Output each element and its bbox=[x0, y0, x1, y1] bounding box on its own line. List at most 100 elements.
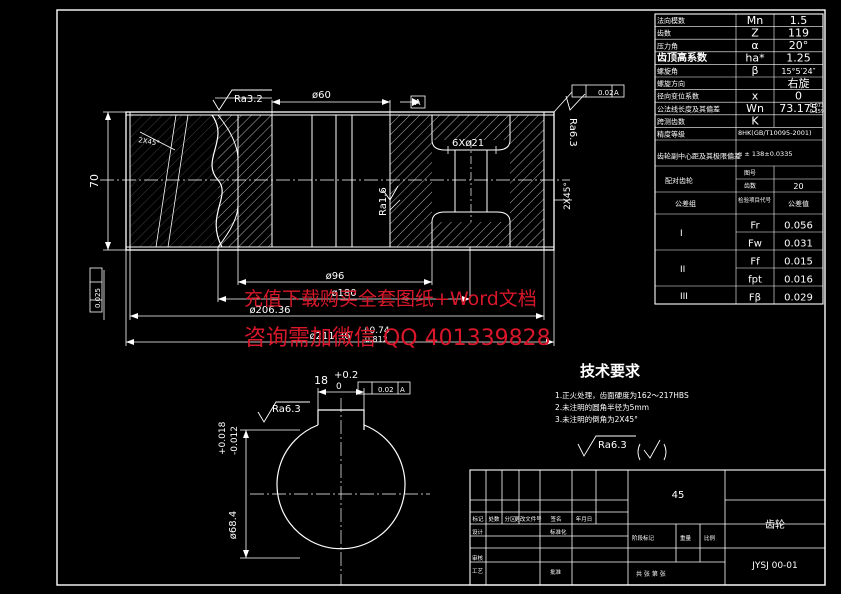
param-symbol: K bbox=[751, 115, 759, 128]
bore-view bbox=[240, 388, 430, 585]
datum-label: A bbox=[614, 89, 619, 97]
param-label: 齿数 bbox=[657, 29, 671, 38]
table-header: 公差组 bbox=[675, 199, 696, 208]
title-block-label: 重量 bbox=[680, 534, 692, 542]
param-label: 螺旋角 bbox=[657, 66, 678, 75]
datum-label: A bbox=[415, 98, 421, 107]
param-symbol: β bbox=[751, 64, 758, 77]
dimension-lines bbox=[103, 91, 573, 346]
tol-group-name: II bbox=[680, 265, 685, 275]
drawing-frame bbox=[56, 9, 826, 586]
title-block-label: 更改文件号 bbox=[514, 515, 542, 523]
param-label: 配对齿轮 bbox=[665, 176, 693, 185]
title-block bbox=[469, 469, 826, 586]
table-header: 公差值 bbox=[788, 199, 809, 208]
param-symbol: Wn bbox=[746, 102, 764, 115]
param-label: 压力角 bbox=[657, 41, 678, 50]
drawing-number: JYSJ 00-01 bbox=[751, 561, 798, 571]
title-block-label: 分区 bbox=[504, 515, 516, 523]
tol-value: 0.031 bbox=[784, 238, 813, 249]
tol-group-name: III bbox=[680, 292, 688, 302]
roughness-label: Ra6.3 bbox=[598, 440, 627, 451]
param-value: 20 bbox=[793, 182, 803, 191]
chamfer-label: 2X45° bbox=[138, 136, 161, 148]
tol-code: Fr bbox=[750, 220, 760, 231]
requirements-title: 技术要求 bbox=[580, 362, 641, 380]
tol-value: 0.015 bbox=[784, 256, 813, 267]
tol-code: fpt bbox=[748, 274, 762, 285]
height-dim-label: 70 bbox=[88, 174, 101, 188]
param-label: 图号 bbox=[744, 170, 756, 177]
roughness-label: Ra3.2 bbox=[234, 94, 263, 105]
table-header: 检验项目代号 bbox=[738, 196, 772, 204]
param-symbol: ha* bbox=[745, 52, 765, 65]
roughness-label: Ra6.3 bbox=[567, 118, 578, 147]
watermark-line: 充值下载购买全套图纸+Word文档 bbox=[244, 288, 537, 310]
param-label: 法向模数 bbox=[657, 16, 685, 25]
tol-code: Ff bbox=[750, 256, 760, 267]
diameter-label: ø211.36 bbox=[309, 331, 350, 342]
tol-value: 0.056 bbox=[784, 220, 813, 231]
tol-code: Fβ bbox=[749, 292, 761, 303]
title-block-label: 标记 bbox=[472, 515, 484, 523]
title-block-label: 阶段标记 bbox=[632, 534, 655, 542]
title-block-label: 设计 bbox=[472, 528, 484, 536]
title-block-label: 年月日 bbox=[576, 515, 593, 523]
param-value: 73.175 bbox=[779, 102, 818, 115]
holes-dim-label: 6Xø21 bbox=[452, 138, 484, 149]
title-block-label: 比例 bbox=[704, 534, 716, 542]
param-label: 齿数 bbox=[744, 182, 756, 190]
tolerance-label: 0 bbox=[336, 382, 342, 392]
param-value: 右旋 bbox=[788, 76, 810, 90]
watermark-line: 咨询需加微信 QQ 401339828 bbox=[244, 326, 551, 351]
param-value: 20° bbox=[789, 39, 809, 52]
keyway-dim-label: 18 bbox=[314, 374, 328, 387]
requirement-item: 1.正火处理，齿面硬度为162～217HBS bbox=[555, 390, 689, 400]
tolerance-label: -0.012 bbox=[230, 426, 240, 455]
param-label: 精度等级 bbox=[657, 129, 685, 138]
param-label: 公法线长度及其偏差 bbox=[657, 104, 720, 113]
tolerance-label: +0.018 bbox=[218, 421, 228, 455]
param-value: 15°5′24″ bbox=[781, 67, 815, 76]
param-symbol: α bbox=[751, 39, 758, 52]
bore-dim-label: ø60 bbox=[312, 90, 331, 101]
tolerance-label: -0.073 bbox=[808, 103, 824, 109]
requirement-item: 3.未注明的倒角为2X45° bbox=[555, 414, 638, 424]
runout-label: 0.02 bbox=[378, 386, 394, 394]
roughness-label: Ra6.3 bbox=[272, 404, 301, 415]
material-label: 45 bbox=[672, 490, 685, 501]
param-value: 1.5 bbox=[790, 14, 808, 27]
param-symbol: Z bbox=[751, 26, 759, 39]
param-value: 119 bbox=[788, 26, 809, 39]
requirement-item: 2.未注明的圆角半径为5mm bbox=[555, 402, 649, 412]
datum-label: A bbox=[400, 386, 405, 394]
diameter-label: ø96 bbox=[326, 271, 345, 282]
title-block-label: 工艺 bbox=[472, 568, 484, 575]
tolerance-label: +0.2 bbox=[334, 370, 358, 381]
tol-code: Fw bbox=[748, 238, 762, 249]
part-name: 齿轮 bbox=[765, 518, 785, 531]
tolerance-label: +0.74 bbox=[362, 326, 390, 336]
title-block-label: 处数 bbox=[488, 515, 500, 523]
tol-value: 0.016 bbox=[784, 274, 813, 285]
param-value: α ± 138±0.0335 bbox=[738, 150, 792, 158]
diameter-label: ø180 bbox=[331, 288, 356, 299]
param-value: 0 bbox=[795, 89, 802, 102]
title-block-label: 标准化 bbox=[550, 528, 567, 536]
tol-group-name: I bbox=[680, 229, 683, 239]
param-label: 径向变位系数 bbox=[657, 92, 699, 101]
param-label: 螺旋方向 bbox=[657, 79, 685, 88]
runout-label: 0.025 bbox=[94, 288, 102, 308]
section-view bbox=[100, 111, 570, 251]
param-value: 1.25 bbox=[786, 52, 811, 65]
tolerance-label: -0.812 bbox=[362, 335, 388, 344]
tolerance-label: -0.159 bbox=[808, 109, 824, 115]
title-block-label: 签名 bbox=[550, 515, 561, 523]
param-value: 8HK(GB/T10095-2001) bbox=[738, 129, 812, 137]
title-block-label: 共 张 第 张 bbox=[636, 570, 666, 578]
runout-label: 0.02 bbox=[598, 89, 614, 97]
title-block-label: 审核 bbox=[472, 554, 484, 562]
